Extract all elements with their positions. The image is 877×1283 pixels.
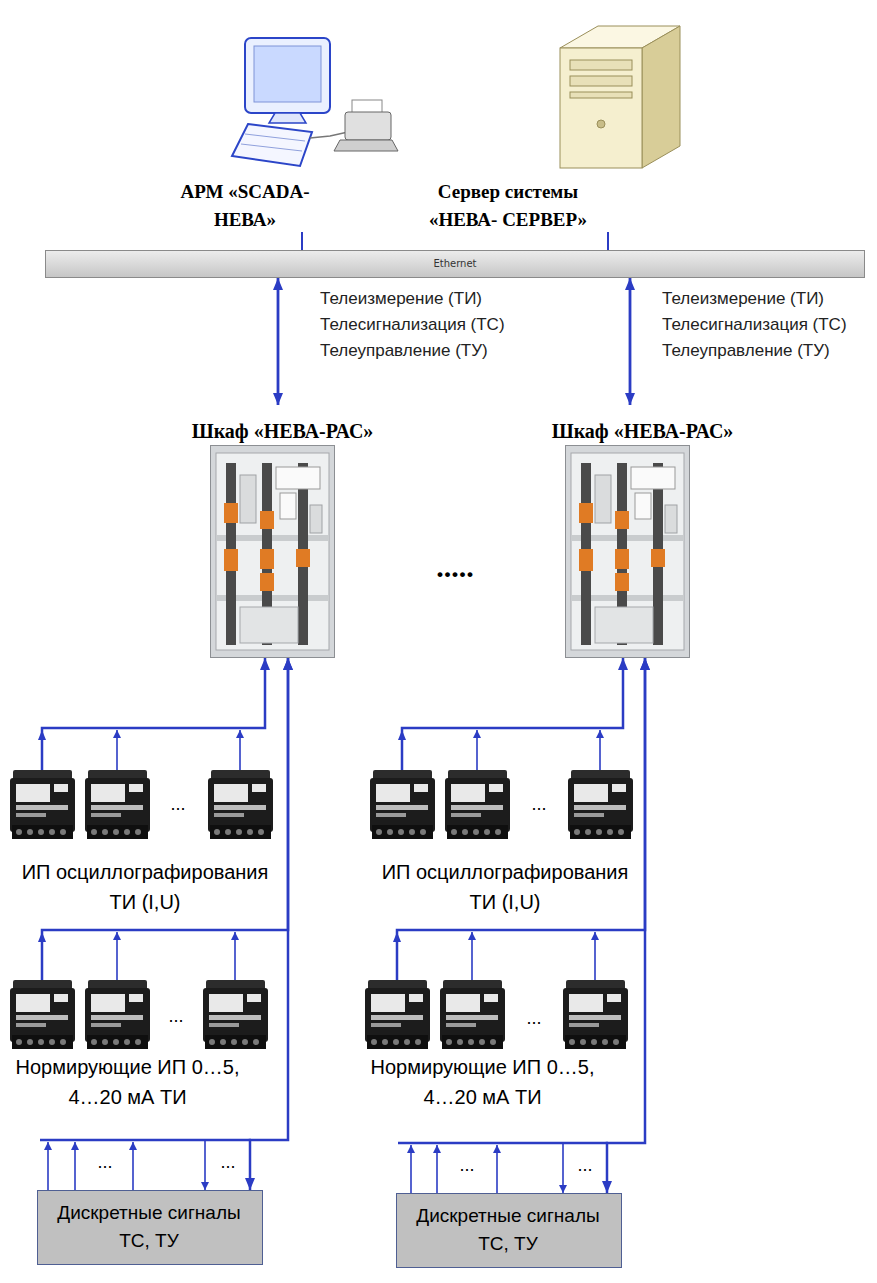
ellipsis-label: ...	[521, 794, 557, 814]
transducer-group: Нормирующие ИП 0…5, 4…20 мА ТИ	[5, 980, 250, 1130]
node-text-group: ИП осциллографирования ТИ (I,U)	[15, 857, 275, 917]
node-label: Дискретные сигналы ТС, ТУ	[46, 1199, 252, 1255]
node-label: ИП осциллографирования ТИ (I,U)	[15, 857, 275, 917]
transducer-picture	[445, 770, 510, 839]
edge-label: Телеизмерение (ТИ) Телесигнализация (ТС)…	[320, 286, 520, 364]
ellipsis-label: .....	[415, 552, 495, 582]
stub-arrow	[47, 1142, 49, 1190]
node-label: Ethernet	[46, 257, 864, 271]
arrow-head	[38, 932, 46, 942]
edge-label: Телеизмерение (ТИ) Телесигнализация (ТС)…	[662, 286, 862, 364]
node-label: Сервер системы «НЕВА- СЕРВЕР»	[405, 178, 611, 234]
ellipsis-label: ...	[210, 1152, 246, 1172]
arrow-head	[398, 730, 406, 740]
signal-box: Дискретные сигналы ТС, ТУ	[396, 1193, 622, 1268]
node-label: Дискретные сигналы ТС, ТУ	[405, 1202, 611, 1258]
transducer-picture	[440, 980, 505, 1049]
stub-arrow	[476, 730, 478, 770]
cabinet-node: Шкаф «НЕВА-РАС»	[525, 405, 760, 658]
signal-connector	[42, 658, 288, 980]
transducer-picture	[568, 770, 633, 839]
ellipsis-label: ...	[158, 1006, 194, 1026]
ellipsis-label: ...	[516, 1008, 552, 1028]
ellipsis-label: ...	[567, 1155, 603, 1175]
node-text-group: Шкаф «НЕВА-РАС»	[525, 417, 760, 445]
stub-arrow	[239, 730, 241, 770]
signal-connector	[42, 658, 265, 770]
node-label: Нормирующие ИП 0…5, 4…20 мА ТИ	[5, 1052, 250, 1112]
transducer-picture	[365, 980, 430, 1049]
signal-stubs	[40, 730, 608, 1193]
transducer-picture	[370, 770, 435, 839]
transducer-picture	[10, 980, 75, 1049]
stub-arrow	[132, 1142, 134, 1190]
ellipsis-label: ...	[160, 794, 196, 814]
bus-wire	[40, 1139, 251, 1142]
cabinet-illustration	[211, 446, 690, 658]
stub-heads	[38, 730, 406, 942]
transducer-picture	[563, 980, 628, 1049]
ethernet-bus: Ethernet	[45, 250, 865, 278]
transducer-picture	[208, 770, 273, 839]
stub-arrow	[74, 1142, 76, 1190]
stub-arrow	[599, 730, 601, 770]
server-node: Сервер системы «НЕВА- СЕРВЕР»	[400, 15, 690, 232]
node-text-group: ИП осциллографирования ТИ (I,U)	[375, 857, 635, 917]
signal-connector	[250, 658, 288, 1190]
transducer-picture	[85, 980, 150, 1049]
stub-arrow	[116, 932, 118, 980]
node-label: Шкаф «НЕВА-РАС»	[525, 417, 760, 445]
node-text-group: Дискретные сигналы ТС, ТУ	[46, 1199, 252, 1255]
node-text-group: Ethernet	[46, 257, 864, 271]
stub-arrow	[471, 932, 473, 980]
node-text-group: Сервер системы «НЕВА- СЕРВЕР»	[405, 178, 611, 234]
transducer-group: ИП осциллографирования ТИ (I,U)	[5, 770, 285, 925]
stub-arrow	[594, 932, 596, 980]
transducer-picture	[203, 980, 268, 1049]
workstation-illustration	[232, 38, 398, 166]
signal-connector	[607, 658, 645, 1193]
bus-wire	[398, 1142, 608, 1145]
signal-connector	[629, 278, 632, 405]
cabinet-node: Шкаф «НЕВА-РАС»	[170, 405, 395, 658]
cabinet-picture	[566, 446, 690, 658]
node-label: Нормирующие ИП 0…5, 4…20 мА ТИ	[360, 1052, 605, 1112]
node-text-group: Дискретные сигналы ТС, ТУ	[405, 1202, 611, 1258]
node-text-group: Шкаф «НЕВА-РАС»	[170, 417, 395, 445]
ellipsis-label: ...	[87, 1152, 123, 1172]
transducer-picture	[10, 770, 75, 839]
stub-arrow	[562, 1144, 564, 1193]
signal-connector	[301, 232, 303, 250]
node-label: АРМ «SCADA-НЕВА»	[175, 178, 315, 234]
transducer-picture	[85, 770, 150, 839]
stub-arrow	[496, 1145, 498, 1193]
workstation-node: АРМ «SCADA-НЕВА»	[170, 25, 420, 232]
node-text-group: Нормирующие ИП 0…5, 4…20 мА ТИ	[360, 1052, 605, 1112]
stub-arrow	[234, 932, 236, 980]
stub-arrow	[410, 1145, 412, 1193]
transducer-group: ИП осциллографирования ТИ (I,U)	[360, 770, 650, 925]
node-label: Шкаф «НЕВА-РАС»	[170, 417, 395, 445]
node-text-group: Нормирующие ИП 0…5, 4…20 мА ТИ	[5, 1052, 250, 1112]
signal-box: Дискретные сигналы ТС, ТУ	[37, 1190, 263, 1265]
node-label: ИП осциллографирования ТИ (I,U)	[375, 857, 635, 917]
ellipsis-label: ...	[449, 1155, 485, 1175]
stub-arrow	[436, 1145, 438, 1193]
cabinet-picture	[211, 446, 335, 658]
node-text-group: АРМ «SCADA-НЕВА»	[175, 178, 315, 234]
signal-connector	[397, 658, 645, 980]
signal-connector	[607, 232, 609, 250]
arrow-head	[393, 932, 401, 942]
stub-arrow	[204, 1141, 206, 1190]
arrow-head	[38, 730, 46, 740]
server-illustration	[560, 26, 680, 168]
stub-arrow	[116, 730, 118, 770]
transducer-group: Нормирующие ИП 0…5, 4…20 мА ТИ	[360, 980, 605, 1130]
signal-connector	[402, 658, 623, 770]
signal-connector	[277, 278, 280, 405]
